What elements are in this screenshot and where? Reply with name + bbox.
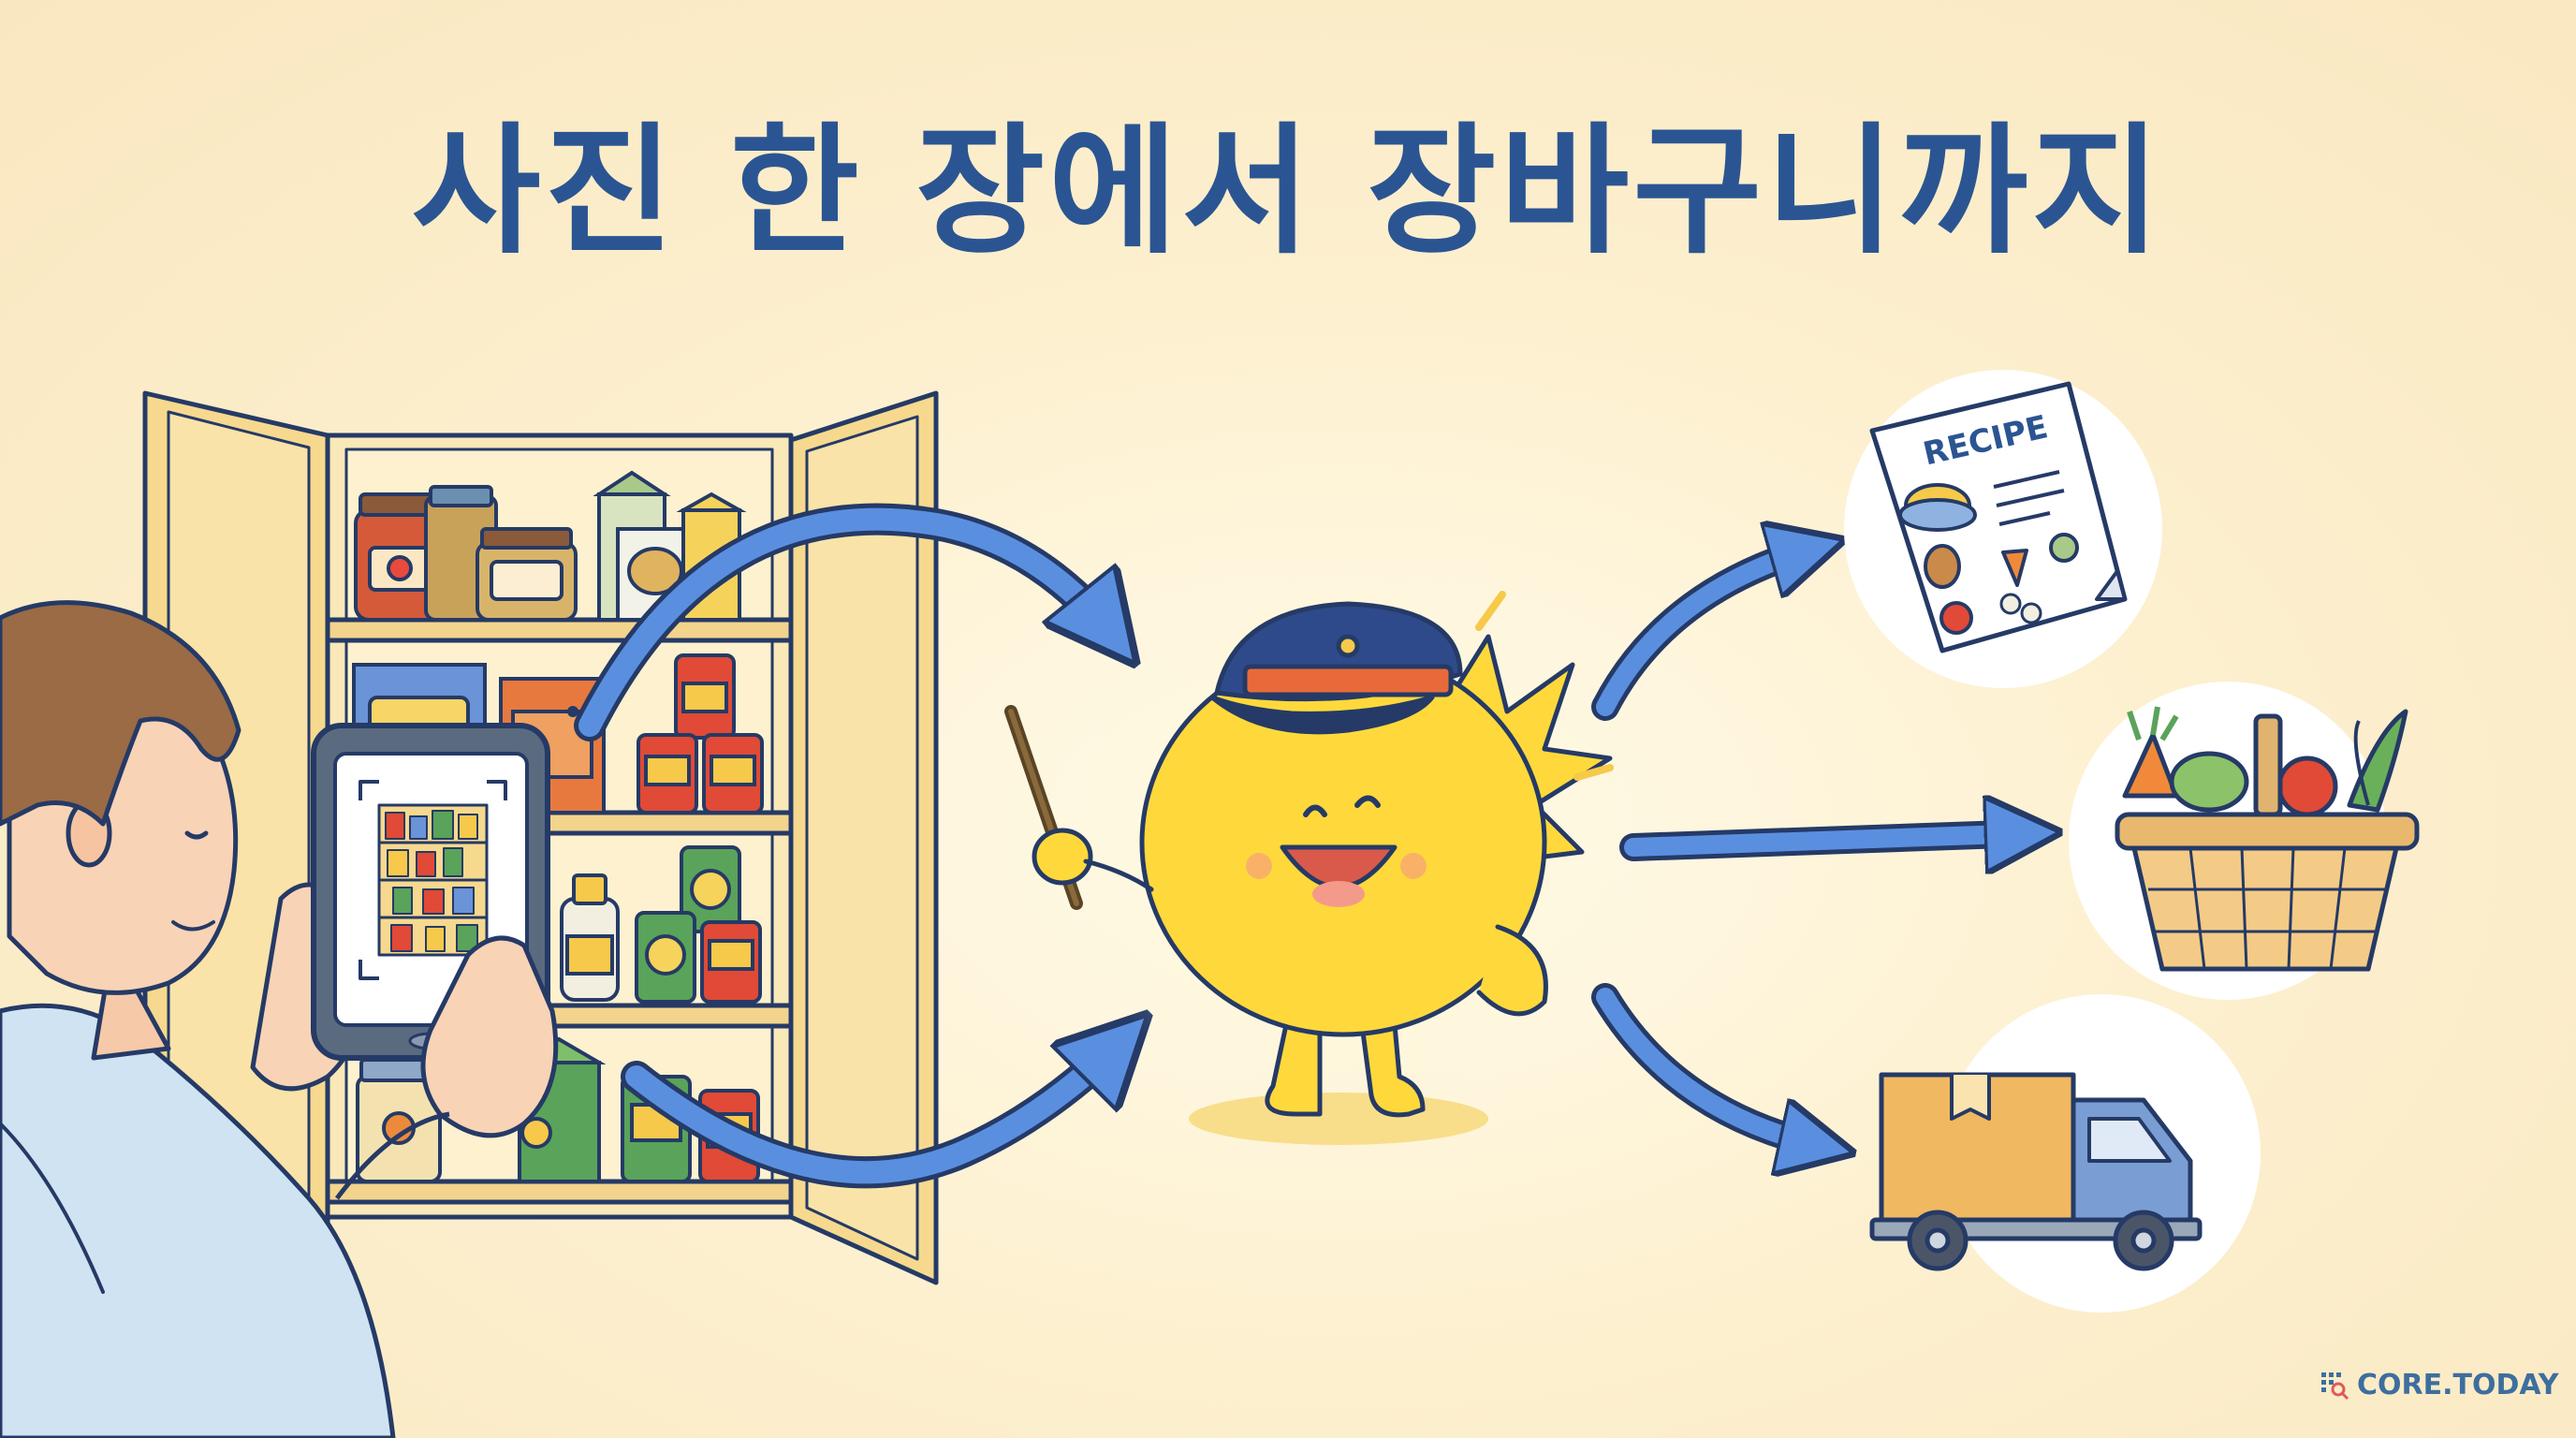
delivery-truck (1869, 994, 2261, 1313)
shelf-1-items (354, 470, 747, 622)
brand-name: CORE.TODAY (2357, 1369, 2559, 1401)
shopping-basket (2069, 682, 2420, 1000)
front-hand (420, 935, 559, 1138)
grid-magnifier-icon (2321, 1372, 2349, 1400)
page-title: 사진 한 장에서 장바구니까지 (411, 110, 2165, 273)
brand-logo: CORE.TODAY (2320, 1369, 2558, 1401)
shelf-3-items (560, 845, 762, 1004)
output-arrows (1591, 548, 2031, 1147)
recipe-card: RECIPE (1844, 370, 2162, 688)
mascot (1004, 562, 1629, 1145)
arm (335, 1111, 450, 1200)
input-arrows (574, 503, 1123, 1189)
